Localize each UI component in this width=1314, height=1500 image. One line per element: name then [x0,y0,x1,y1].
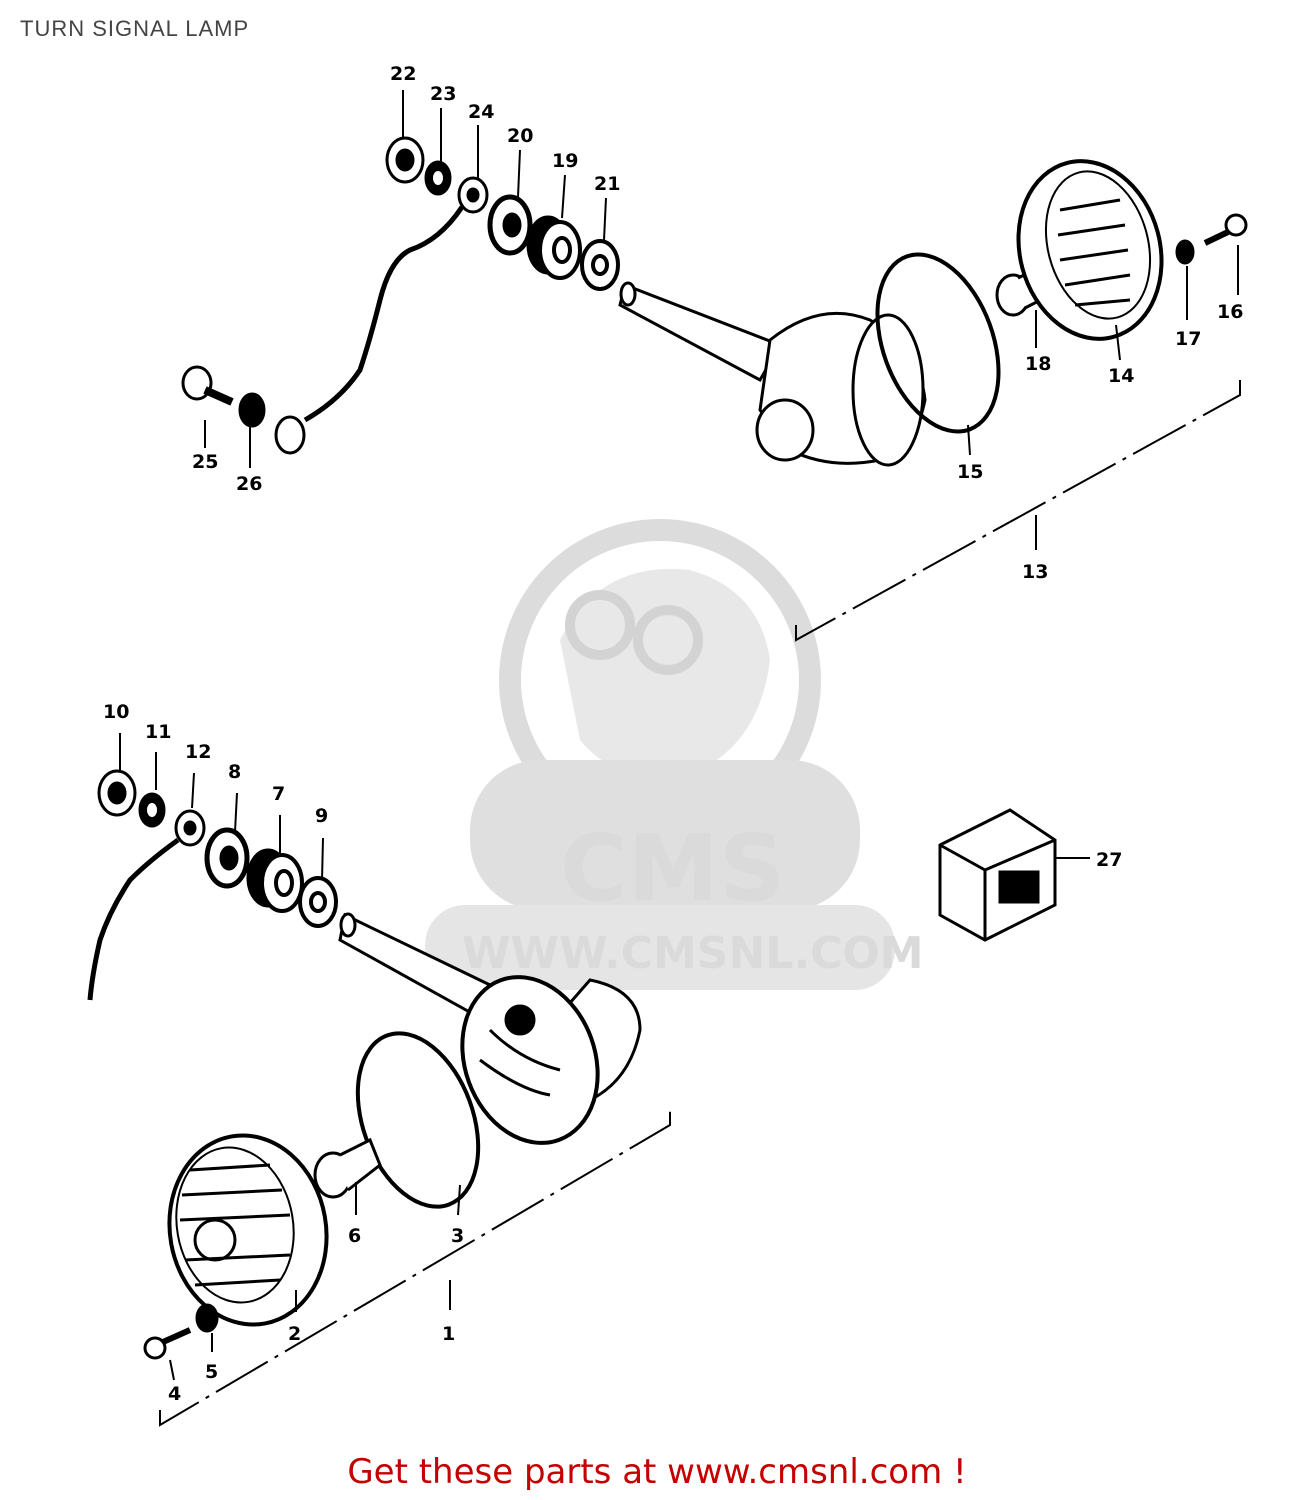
label-17: 17 [1175,328,1201,350]
screw-4-icon [143,1327,192,1360]
nut-10-icon [97,769,137,817]
lens-2-icon [167,1133,329,1327]
upper-lamp-assembly [181,90,1248,642]
cms-watermark: CMS WWW.CMSNL.COM [425,519,924,990]
lower-lamp-assembly [87,733,671,1427]
label-4: 4 [168,1383,181,1405]
label-14: 14 [1108,365,1134,387]
page-title: TURN SIGNAL LAMP [20,16,250,41]
grommet-19-icon [526,215,582,280]
wire-terminal-24-icon [303,176,489,423]
washer-8-icon [204,827,250,889]
label-19: 19 [552,150,578,172]
washer-23-icon [424,160,452,196]
label-9: 9 [315,805,328,827]
washer-26-icon [238,392,266,428]
label-7: 7 [272,783,285,805]
nut-22-icon [385,136,425,184]
label-21: 21 [594,173,620,195]
washer-17-icon [1175,239,1195,265]
washer-11-icon [138,792,166,828]
grommet-7-icon [246,848,304,913]
washer-5-icon [195,1303,219,1333]
watermark-brand: CMS [560,815,785,922]
gasket-3-icon [355,1031,481,1209]
label-27: 27 [1096,849,1122,871]
label-22: 22 [390,63,416,85]
washer-21-icon [580,239,620,291]
washer-9-icon [298,876,338,928]
label-2: 2 [288,1323,301,1345]
footer-promo-link[interactable]: Get these parts at www.cmsnl.com ! [347,1452,967,1492]
relay-27-icon [938,808,1090,942]
label-23: 23 [430,83,456,105]
label-8: 8 [228,761,241,783]
lens-14-icon [1016,159,1164,341]
label-16: 16 [1217,301,1243,323]
label-13: 13 [1022,561,1048,583]
lamp-housing-lower-icon [338,912,642,1145]
watermark-url: WWW.CMSNL.COM [462,928,924,979]
label-18: 18 [1025,353,1051,375]
label-26: 26 [236,473,262,495]
washer-20-icon [487,194,533,256]
label-11: 11 [145,721,171,743]
label-1: 1 [442,1323,455,1345]
label-5: 5 [205,1361,218,1383]
label-15: 15 [957,461,983,483]
label-20: 20 [507,125,533,147]
bulb-6-icon [313,1137,382,1199]
label-3: 3 [451,1225,464,1247]
bolt-25-icon [181,365,234,406]
gasket-15-icon [875,252,1001,434]
wire-terminal-icon [274,415,306,455]
label-6: 6 [348,1225,361,1247]
screw-16-icon [1203,213,1248,246]
label-12: 12 [185,741,211,763]
wire-terminal-12-icon [87,809,206,1001]
label-10: 10 [103,701,129,723]
label-24: 24 [468,101,494,123]
callout-labels: 22 23 24 20 19 21 16 17 18 14 15 13 25 2… [103,63,1243,1405]
label-25: 25 [192,451,218,473]
